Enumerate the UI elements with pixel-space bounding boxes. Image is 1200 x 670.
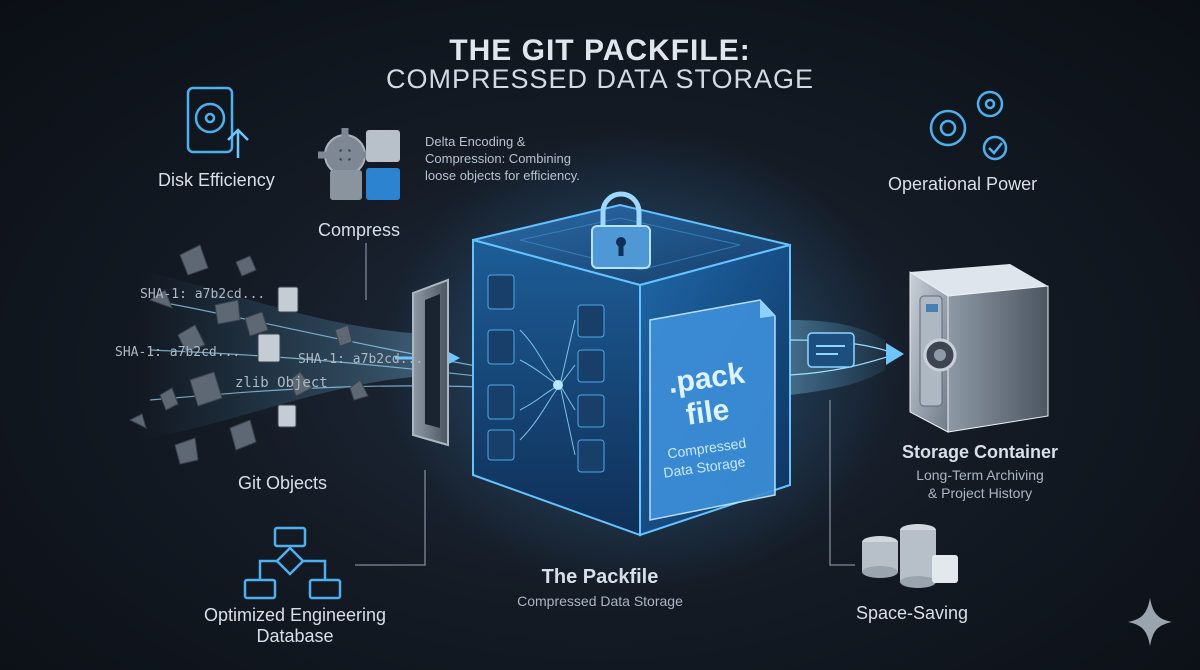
flowchart-icon: [243, 526, 342, 600]
label-space-saving: Space-Saving: [856, 603, 969, 623]
label-storage-sub-1: Long-Term Archiving: [916, 467, 1044, 483]
label-packfile-title: The Packfile: [541, 566, 659, 588]
label-compress: Compress: [318, 220, 401, 240]
entry-portal: [412, 278, 449, 447]
git-object-cluster: [128, 244, 369, 465]
gears-puzzle-icon: [318, 128, 400, 200]
title-line-2: COMPRESSED DATA STORAGE: [385, 64, 815, 94]
label-engineering-db-1: Optimized Engineering: [203, 605, 387, 625]
gears-check-icon: [929, 90, 1008, 161]
pack-file-line-2: file: [683, 393, 732, 432]
label-operational-power: Operational Power: [888, 174, 1038, 194]
label-zlib-object: zlib Object: [235, 375, 328, 391]
safe-icon: [909, 264, 1049, 433]
connector-lines: [355, 243, 855, 566]
outgoing-data-stream: [789, 320, 904, 395]
label-git-objects: Git Objects: [238, 473, 328, 493]
label-packfile-sub: Compressed Data Storage: [517, 593, 683, 609]
label-storage-container: Storage Container: [901, 442, 1059, 462]
label-engineering-db-2: Database: [256, 626, 334, 646]
label-sha-1: SHA-1: a7b2cd...: [140, 287, 266, 302]
label-storage-sub-2: & Project History: [927, 485, 1033, 501]
label-sha-3: SHA-1: a7b2cd...: [298, 352, 424, 367]
title-line-1: THE GIT PACKFILE:: [449, 34, 751, 67]
lock-icon: [591, 191, 651, 269]
hard-disk-icon: [186, 86, 249, 158]
database-stack-icon: [862, 524, 958, 588]
label-disk-efficiency: Disk Efficiency: [158, 170, 275, 190]
label-compress-note: Delta Encoding & Compression: Combining …: [425, 134, 580, 183]
sparkle-icon: [1128, 598, 1172, 646]
label-sha-2: SHA-1: a7b2cd...: [115, 345, 241, 360]
pack-file-document: [649, 299, 776, 521]
